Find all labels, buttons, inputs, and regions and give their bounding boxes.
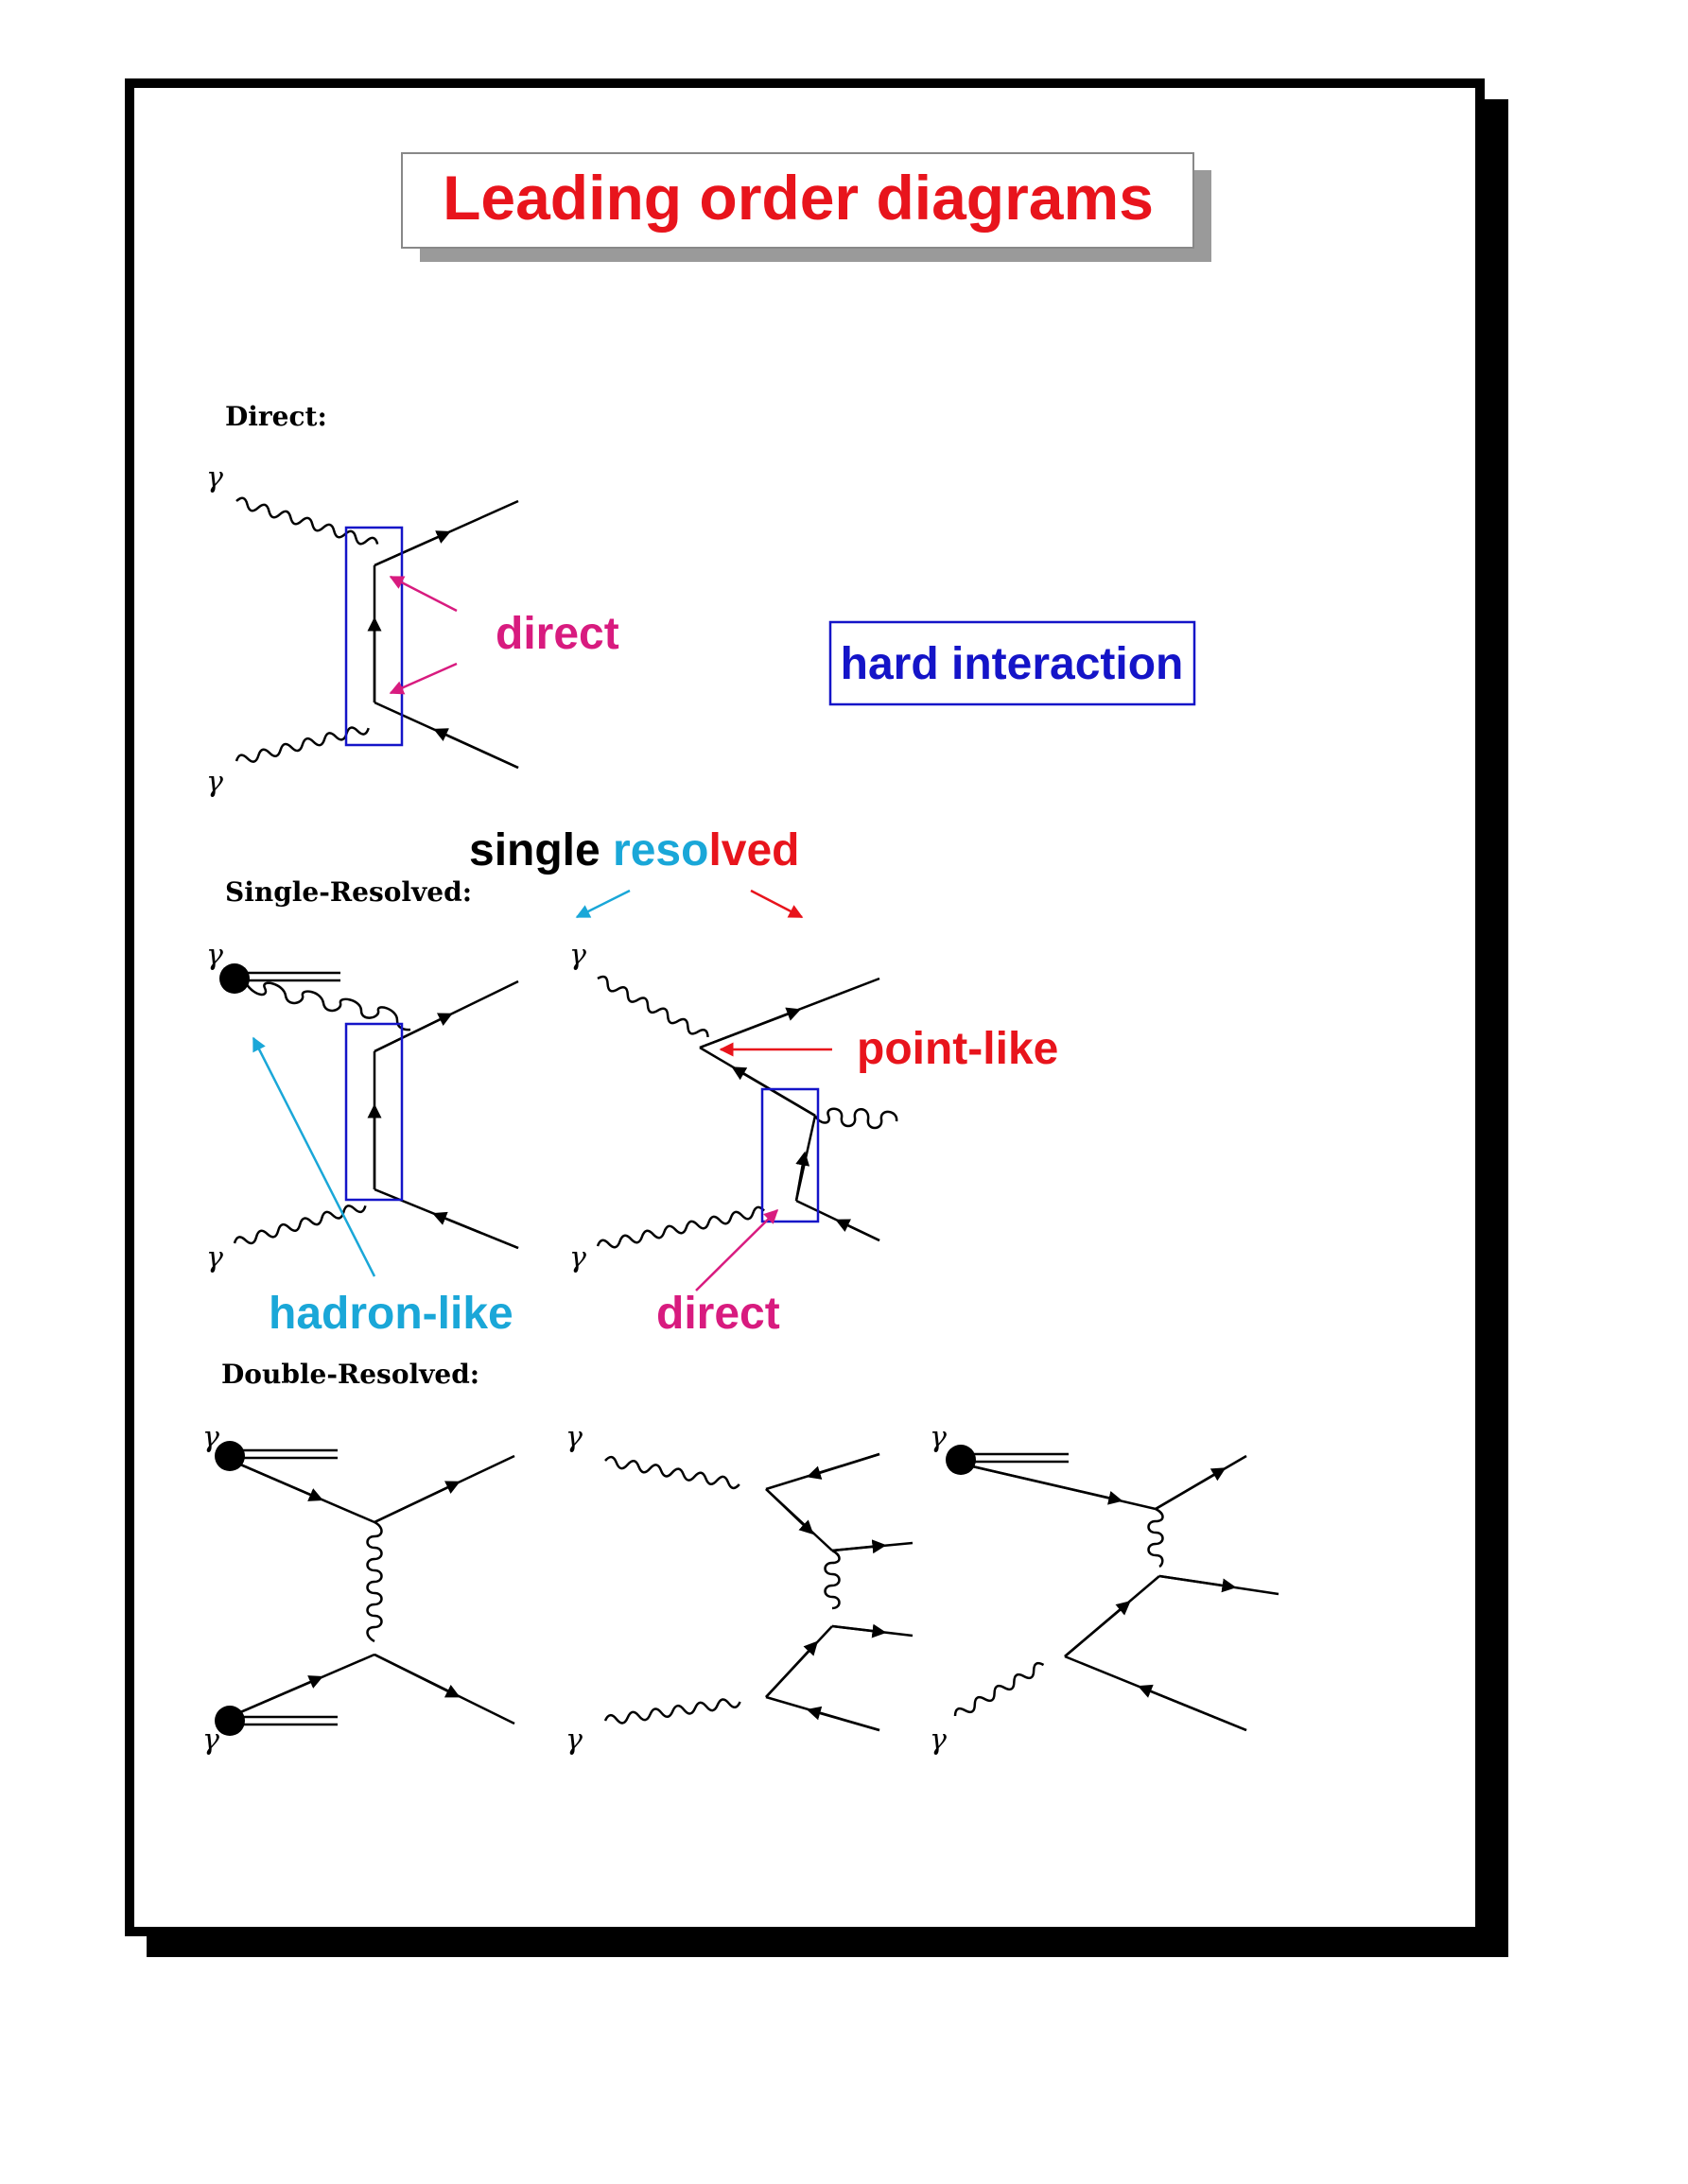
- hard-interaction-box: [344, 526, 404, 747]
- direct-label: direct: [496, 609, 619, 659]
- gamma-label: γ: [930, 1724, 947, 1757]
- hadron-blob: [215, 1706, 245, 1736]
- hadron-blob: [946, 1445, 976, 1475]
- legend-hard-interaction: hard interaction: [828, 620, 1196, 706]
- feynman-diagram-single-resolved-hadron: γ γ: [206, 939, 519, 1274]
- direct-label: direct: [656, 1289, 780, 1339]
- gamma-label: γ: [206, 1241, 223, 1274]
- feynman-diagram-direct: γ γ: [206, 461, 519, 799]
- gluon-line: [813, 1107, 898, 1130]
- gluon-line: [244, 981, 411, 1031]
- svg-text:single resolved: single resolved: [469, 825, 799, 875]
- gamma-label: γ: [569, 1241, 586, 1274]
- gamma-label: γ: [566, 1421, 583, 1454]
- hadron-blob: [219, 963, 250, 994]
- hadron-blob: [215, 1441, 245, 1471]
- annotation-direct-top: direct: [389, 575, 619, 695]
- gamma-label: γ: [206, 939, 223, 972]
- gamma-label: γ: [930, 1421, 947, 1454]
- feynman-diagram-double-resolved-2: γ γ: [566, 1421, 914, 1757]
- gluon-line: [824, 1549, 841, 1610]
- feynman-diagram-single-resolved-point: γ γ: [569, 939, 898, 1274]
- gluon-line: [1147, 1507, 1164, 1569]
- lved-word: lved: [708, 825, 799, 875]
- page-title: Leading order diagrams: [443, 163, 1154, 233]
- annotation-point-like: point-like: [719, 1024, 1058, 1074]
- hadron-like-label: hadron-like: [269, 1289, 513, 1339]
- photon-line: [233, 1205, 367, 1245]
- hard-interaction-box: [760, 1087, 820, 1223]
- gamma-label: γ: [202, 1724, 219, 1757]
- section-label-direct: Direct:: [225, 401, 327, 432]
- photon-line: [953, 1661, 1045, 1717]
- gluon-line: [366, 1520, 383, 1643]
- annotation-direct-bottom: direct: [656, 1208, 780, 1339]
- feynman-diagram-double-resolved-3: γ γ: [930, 1421, 1279, 1757]
- annotation-hadron-like: hadron-like: [252, 1036, 513, 1339]
- feynman-diagram-double-resolved-1: γ γ: [202, 1421, 515, 1757]
- single-word: single: [469, 825, 600, 875]
- gamma-label: γ: [206, 766, 223, 799]
- section-label-double-resolved: Double-Resolved:: [221, 1359, 479, 1390]
- gamma-label: γ: [569, 939, 586, 972]
- hard-interaction-box: [344, 1022, 404, 1202]
- reso-word: reso: [613, 825, 708, 875]
- point-like-label: point-like: [857, 1024, 1058, 1074]
- photon-line: [603, 1698, 741, 1725]
- section-label-single-resolved: Single-Resolved:: [225, 876, 472, 908]
- legend-label: hard interaction: [841, 639, 1184, 689]
- gamma-label: γ: [206, 461, 223, 494]
- photon-line: [596, 1205, 765, 1249]
- single-resolved-heading: single resolved: [469, 825, 804, 919]
- slide-frame: [125, 78, 1508, 1957]
- gamma-label: γ: [566, 1724, 583, 1757]
- photon-line: [597, 975, 709, 1038]
- photon-line: [604, 1455, 740, 1490]
- photon-line: [235, 496, 379, 546]
- title-box: Leading order diagrams: [401, 152, 1211, 262]
- gamma-label: γ: [202, 1421, 219, 1454]
